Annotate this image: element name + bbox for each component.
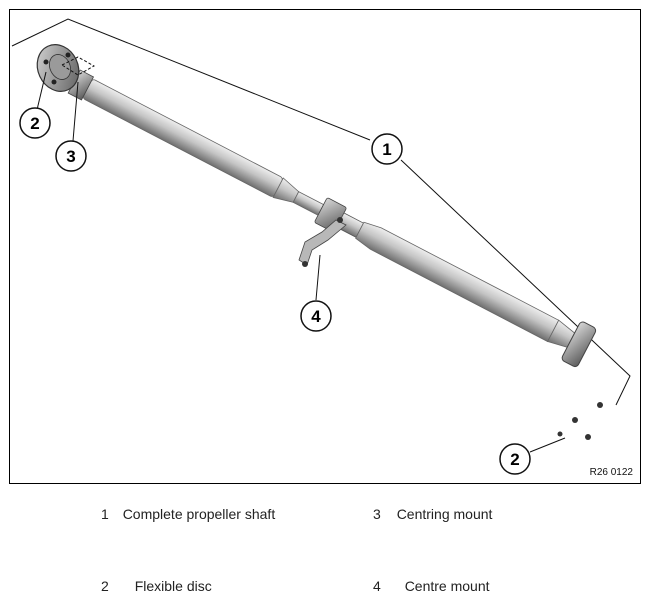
callout-1-label: 1	[382, 140, 391, 159]
legend-item-4: 4 Centre mount	[373, 578, 490, 594]
legend-number: 1	[101, 506, 109, 522]
centre-mount-bracket	[298, 217, 347, 267]
legend-label: Centring mount	[396, 506, 493, 522]
callout-4: 4	[300, 300, 332, 332]
callout-2-rear-label: 2	[510, 450, 519, 469]
legend-item-3: 3 Centring mount	[373, 506, 492, 522]
leader-line-2-front	[35, 71, 47, 115]
propeller-shaft-illustration: 1 2 3 4 2	[11, 18, 631, 475]
legend-item-2: 2 Flexible disc	[101, 578, 212, 594]
figure-reference-code: R26 0122	[589, 467, 633, 478]
callout-2-front: 2	[19, 107, 51, 139]
callout-4-label: 4	[311, 307, 321, 326]
legend-number: 3	[373, 506, 381, 522]
dimension-bracket-line-right	[400, 159, 631, 406]
legend-item-1: 1 Complete propeller shaft	[101, 506, 275, 522]
callout-3-label: 3	[66, 147, 75, 166]
legend-label: Centre mount	[404, 578, 490, 594]
rear-flexible-disc	[557, 402, 603, 440]
leader-line-3	[72, 81, 79, 142]
callout-3: 3	[55, 140, 87, 172]
leader-line-2-rear	[529, 437, 566, 453]
dimension-bracket-line	[11, 18, 371, 141]
propeller-shaft-figure: 1 2 3 4 2 R26 0122	[9, 9, 641, 484]
leader-line-4	[315, 254, 321, 301]
centring-mount-highlight	[60, 56, 96, 76]
legend-label: Complete propeller shaft	[122, 506, 276, 522]
callout-1: 1	[371, 133, 403, 165]
legend-number: 2	[101, 578, 109, 594]
callout-2-rear: 2	[499, 443, 531, 475]
legend-number: 4	[373, 578, 381, 594]
legend-label: Flexible disc	[134, 578, 212, 594]
front-flexible-disc	[36, 44, 80, 92]
callout-2-front-label: 2	[30, 114, 39, 133]
